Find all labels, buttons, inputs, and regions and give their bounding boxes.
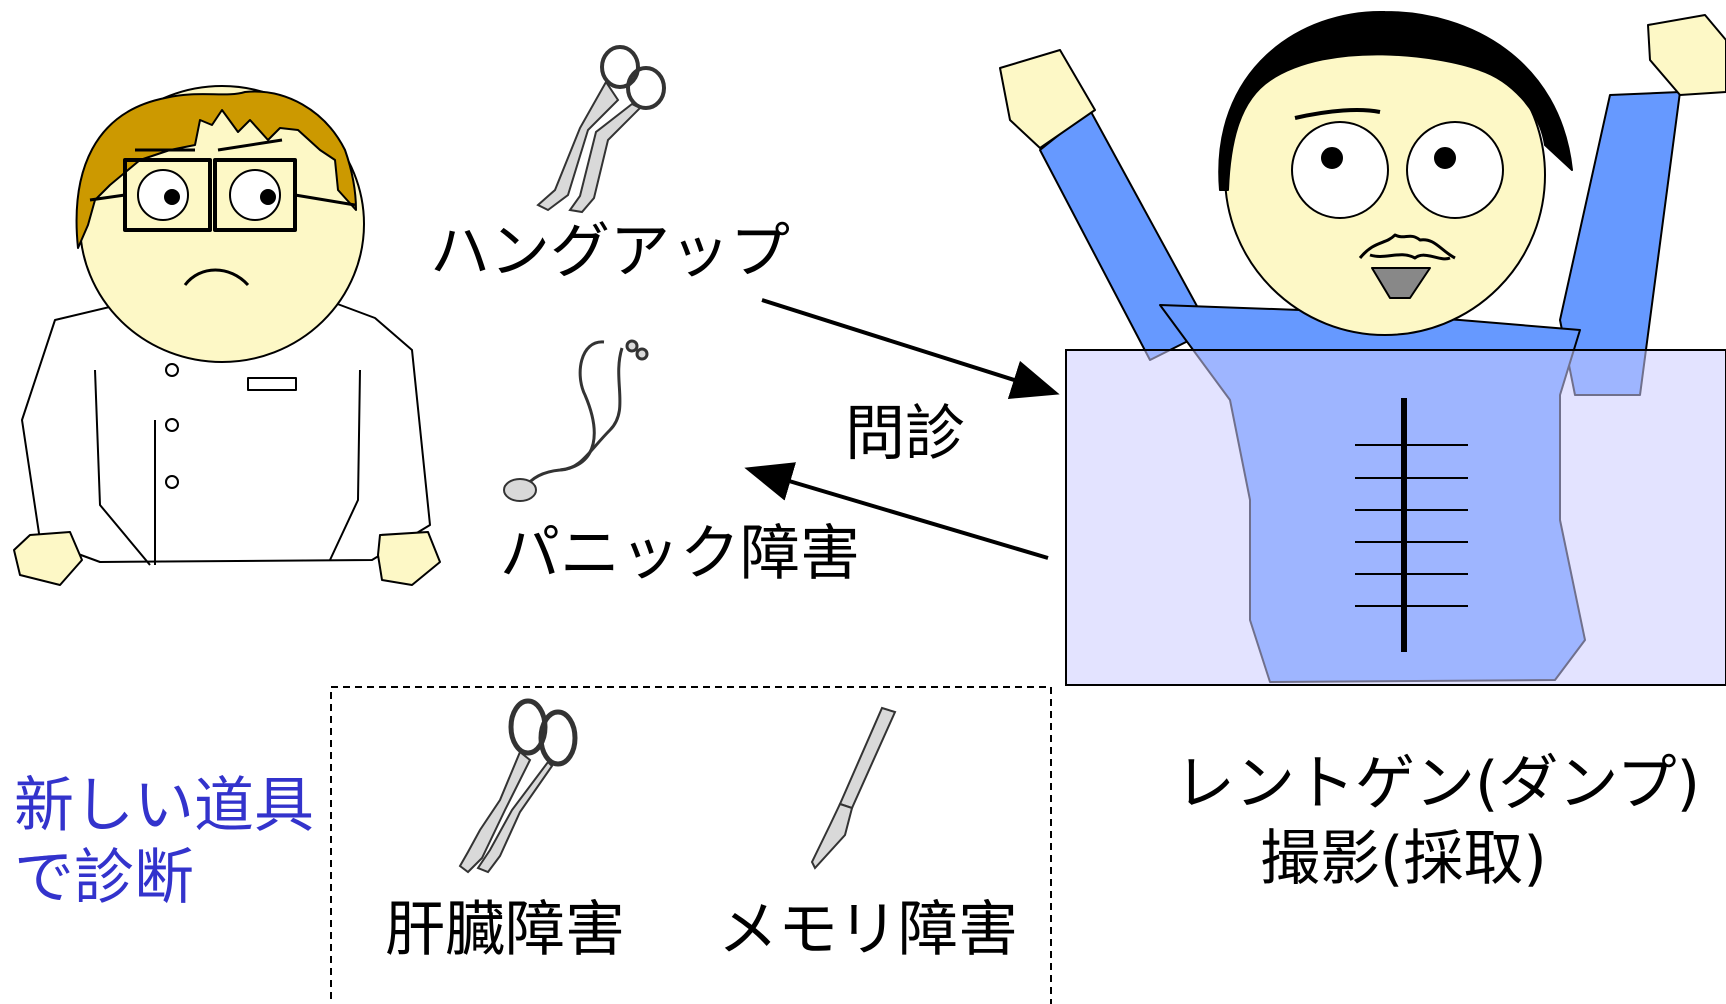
forceps-icon <box>536 45 666 214</box>
xray-panel <box>1065 349 1726 686</box>
xray-label-line2: 撮影(採取) <box>1260 824 1547 894</box>
arrow-to-doctor <box>744 462 1049 560</box>
xray-label-line1: レントゲン(ダンプ) <box>1175 749 1701 819</box>
new-tools-box <box>330 686 1052 1004</box>
scalpel-icon <box>810 706 897 870</box>
panic-label: パニック障害 <box>500 519 860 589</box>
scissors-icon <box>458 698 578 874</box>
new-tools-label: 新しい道具で診断 <box>14 771 314 913</box>
spine-bones <box>1355 398 1468 652</box>
liver-label: 肝臓障害 <box>385 895 625 965</box>
doctor-figure <box>13 85 441 586</box>
memory-label: メモリ障害 <box>718 895 1018 965</box>
monshin-label: 問診 <box>845 399 965 469</box>
arrow-to-patient <box>761 298 1060 399</box>
hangup-label: ハングアップ <box>430 217 790 287</box>
stethoscope-icon <box>503 339 649 502</box>
